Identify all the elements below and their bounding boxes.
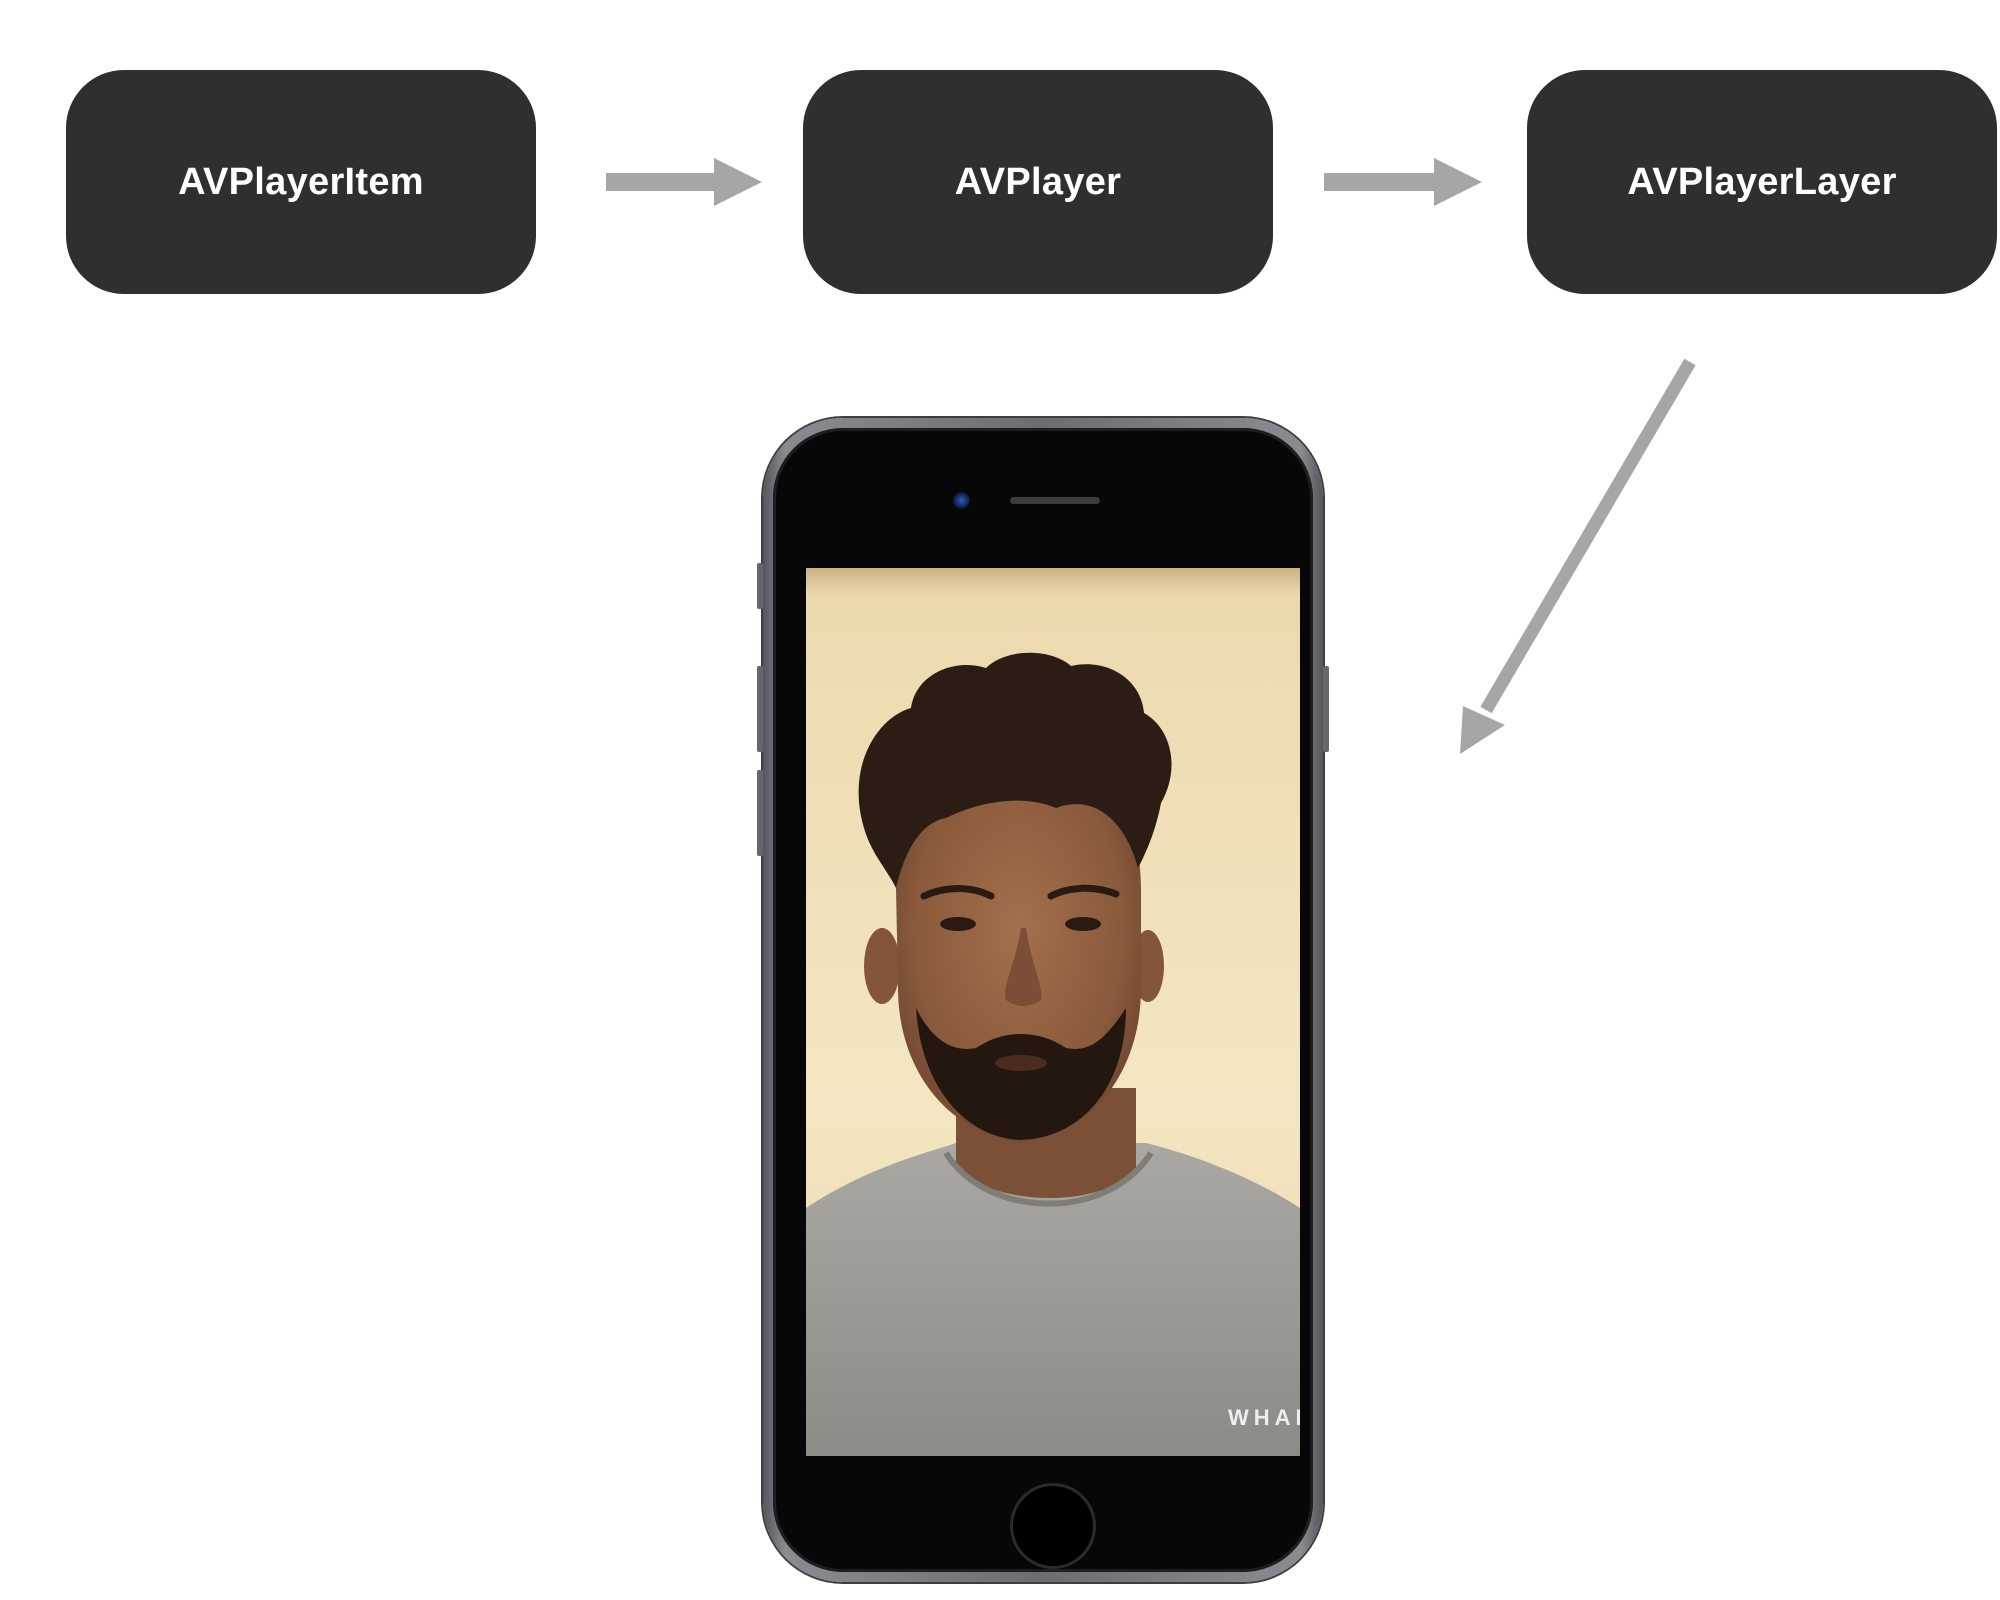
avplayerlayer-label: AVPlayerLayer	[1627, 160, 1897, 203]
arrow-layer-to-phone	[1460, 358, 1696, 754]
earpiece-speaker	[1010, 497, 1100, 504]
power-button	[1323, 666, 1329, 752]
arrow-player-to-layer	[1324, 158, 1482, 206]
arrow-item-to-player	[606, 158, 762, 206]
volume-down-button	[757, 770, 763, 856]
phone-face: WHAL	[773, 428, 1313, 1572]
avplayer-node: AVPlayer	[803, 70, 1273, 294]
video-screen: WHAL	[806, 568, 1300, 1456]
avplayerlayer-node: AVPlayerLayer	[1527, 70, 1997, 294]
video-watermark: WHAL	[1228, 1405, 1300, 1430]
iphone-device: WHAL	[757, 418, 1329, 1582]
avplayer-label: AVPlayer	[954, 160, 1122, 203]
mute-switch	[757, 563, 763, 609]
front-camera-icon	[953, 492, 970, 509]
volume-up-button	[757, 666, 763, 752]
avplayeritem-label: AVPlayerItem	[178, 160, 424, 203]
avplayeritem-node: AVPlayerItem	[66, 70, 536, 294]
video-frame-person	[806, 652, 1300, 1456]
home-button	[1013, 1486, 1093, 1566]
